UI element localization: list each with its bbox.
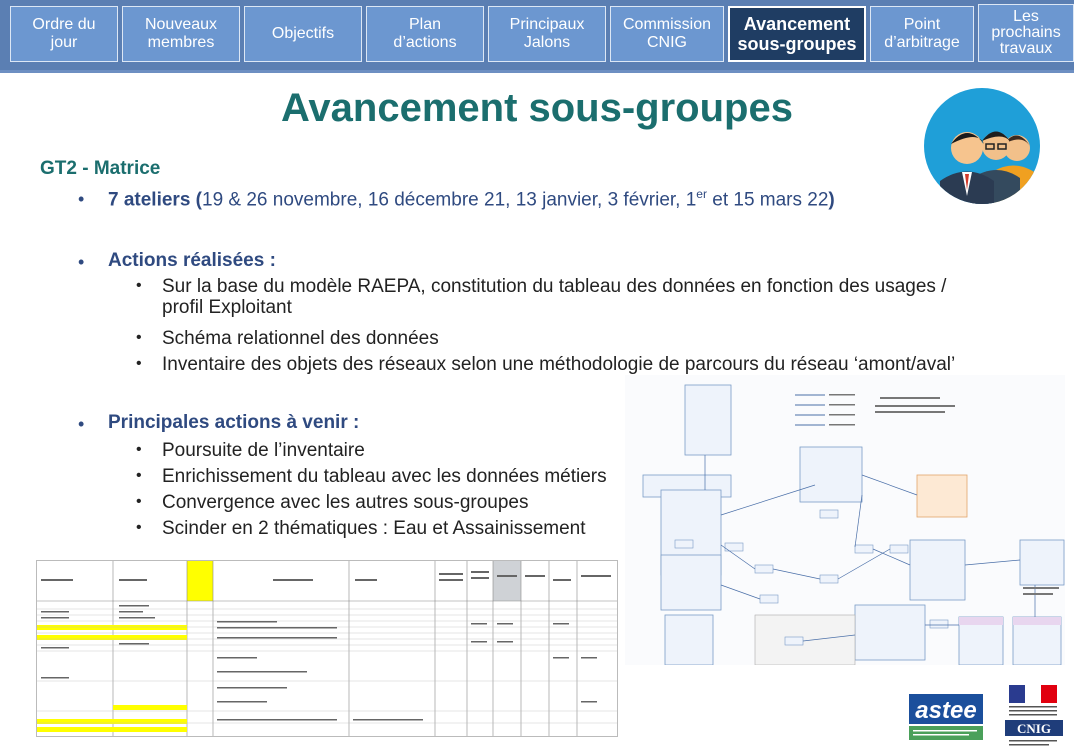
data-table-thumbnail xyxy=(36,560,618,737)
cnig-logo: CNIG xyxy=(1003,683,1065,749)
tab-label: Avancement sous-groupes xyxy=(737,14,857,54)
sub-bullet-dot: • xyxy=(136,493,142,510)
sub-bullet-dot: • xyxy=(136,519,142,536)
ateliers-dates: 19 & 26 novembre, 16 décembre 21, 13 jan… xyxy=(202,189,697,211)
relational-schema-diagram xyxy=(625,375,1065,665)
tab-label: Point d’arbitrage xyxy=(884,16,960,51)
tab-5[interactable]: Commission CNIG xyxy=(610,6,724,62)
tab-label: Ordre du jour xyxy=(32,16,96,51)
ateliers-bold: 7 ateliers ( xyxy=(108,189,202,211)
bullet-dot: • xyxy=(78,252,85,272)
table-preview-graphic xyxy=(37,561,617,736)
action-todo-item: Convergence avec les autres sous-groupes xyxy=(162,492,529,513)
tab-6[interactable]: Avancement sous-groupes xyxy=(728,6,866,62)
tab-label: Plan d’actions xyxy=(393,16,457,51)
tab-8[interactable]: Les prochains travaux xyxy=(978,4,1074,62)
tab-7[interactable]: Point d’arbitrage xyxy=(870,6,974,62)
sub-bullet-dot: • xyxy=(136,277,142,294)
ateliers-line: 7 ateliers (19 & 26 novembre, 16 décembr… xyxy=(108,187,835,211)
astee-logo: astee xyxy=(905,680,985,742)
action-todo-item: Poursuite de l’inventaire xyxy=(162,440,365,461)
slide-title: Avancement sous-groupes xyxy=(281,86,793,130)
ateliers-sup: er xyxy=(696,187,707,201)
tab-label: Objectifs xyxy=(271,25,335,42)
action-done-item: Inventaire des objets des réseaux selon … xyxy=(162,354,956,375)
tab-1[interactable]: Nouveaux membres xyxy=(122,6,240,62)
actions-done-heading: Actions réalisées : xyxy=(108,250,276,271)
team-avatar-icon xyxy=(924,88,1040,204)
tab-label: Commission CNIG xyxy=(622,16,711,51)
tab-label: Principaux Jalons xyxy=(509,16,585,51)
astee-logo-text: astee xyxy=(915,697,976,724)
tab-label: Les prochains travaux xyxy=(991,8,1061,57)
sub-bullet-dot: • xyxy=(136,355,142,372)
sub-bullet-dot: • xyxy=(136,441,142,458)
sub-bullet-dot: • xyxy=(136,329,142,346)
sub-bullet-dot: • xyxy=(136,467,142,484)
ateliers-close: ) xyxy=(828,189,835,211)
tab-4[interactable]: Principaux Jalons xyxy=(488,6,606,62)
cnig-logo-text: CNIG xyxy=(1017,721,1051,736)
action-done-item: Schéma relationnel des données xyxy=(162,328,439,349)
tab-0[interactable]: Ordre du jour xyxy=(10,6,118,62)
section-subtitle: GT2 - Matrice xyxy=(40,158,161,179)
ateliers-end: et 15 mars 22 xyxy=(706,189,829,211)
action-todo-item: Scinder en 2 thématiques : Eau et Assain… xyxy=(162,518,586,539)
tab-2[interactable]: Objectifs xyxy=(244,6,362,62)
action-todo-item: Enrichissement du tableau avec les donné… xyxy=(162,466,607,487)
actions-todo-heading: Principales actions à venir : xyxy=(108,412,360,433)
tab-label: Nouveaux membres xyxy=(144,16,218,51)
navigation-tabs: Ordre du jour Nouveaux membres Objectifs Pl… xyxy=(0,0,1074,73)
action-done-item: Sur la base du modèle RAEPA, constitutio… xyxy=(162,276,947,318)
bullet-dot: • xyxy=(78,189,85,209)
bullet-dot: • xyxy=(78,414,85,434)
tab-3[interactable]: Plan d’actions xyxy=(366,6,484,62)
